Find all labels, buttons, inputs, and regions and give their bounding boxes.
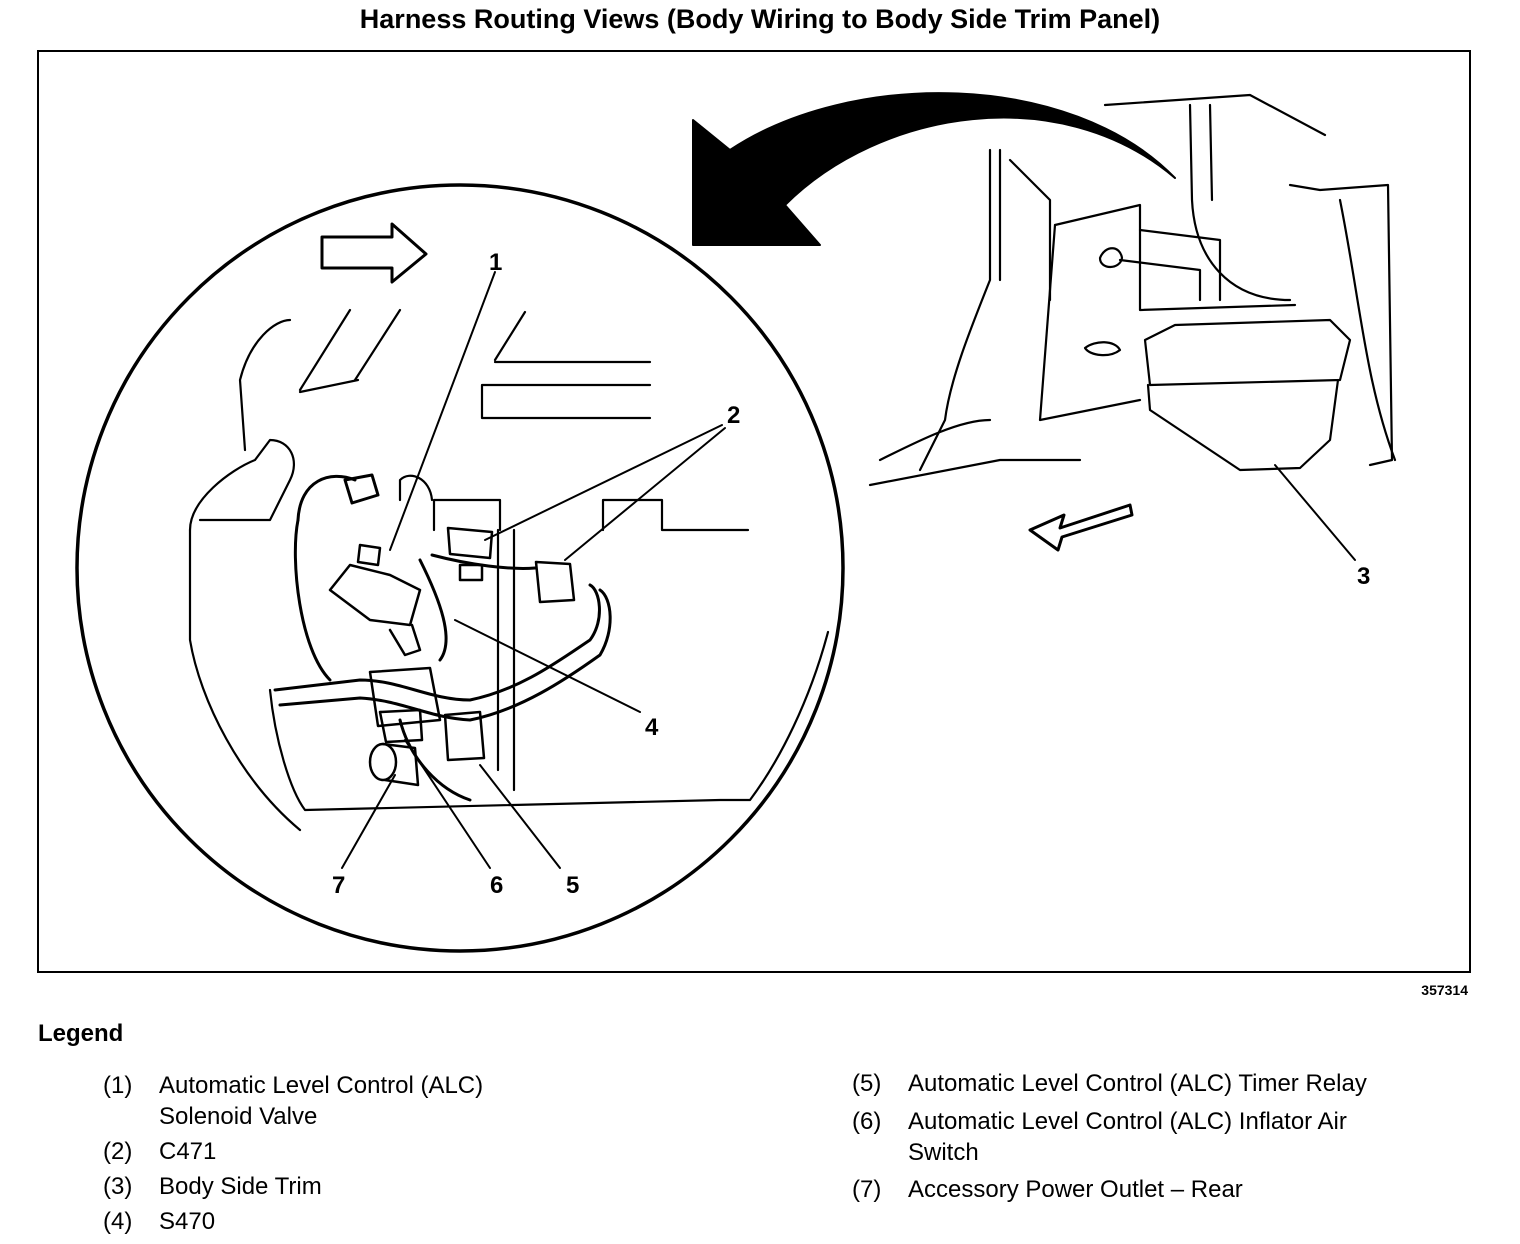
figure-number: 357314: [1421, 982, 1468, 998]
c471-connector: [446, 526, 576, 604]
legend-number: (5): [852, 1070, 882, 1097]
vehicle-interior-view: [868, 93, 1397, 487]
legend-number: (3): [103, 1173, 133, 1200]
callout-1: 1: [489, 249, 502, 276]
legend-text-line: Switch: [908, 1139, 979, 1166]
leader-lines: [341, 271, 1356, 869]
illustration-frame: [37, 50, 1471, 973]
legend-text-line: Solenoid Valve: [159, 1103, 318, 1130]
harness-illustration: 1 2 3 4 5 6 7: [75, 92, 1397, 953]
legend-text: Automatic Level Control (ALC) Inflator A…: [908, 1106, 1347, 1168]
alc-timer-relay: [443, 710, 486, 762]
forward-arrow-icon: [320, 222, 428, 284]
callout-4: 4: [645, 714, 659, 741]
callout-7: 7: [332, 872, 345, 899]
accessory-power-outlet: [368, 742, 420, 787]
rearward-arrow-icon: [1028, 503, 1134, 552]
callout-5: 5: [566, 872, 579, 899]
callout-6: 6: [490, 872, 503, 899]
legend-text-line: Automatic Level Control (ALC): [159, 1072, 484, 1099]
detail-circle: [75, 183, 845, 953]
legend-heading: Legend: [38, 1020, 124, 1047]
legend-text: C471: [159, 1138, 217, 1165]
legend-text: Accessory Power Outlet – Rear: [908, 1176, 1243, 1203]
legend-text: S470: [159, 1208, 216, 1235]
wiring-harness: [273, 473, 612, 802]
legend-number: (6): [852, 1108, 882, 1135]
legend-number: (1): [103, 1072, 133, 1099]
body-panel-lines: [188, 308, 830, 832]
callout-2: 2: [727, 402, 740, 429]
legend-number: (4): [103, 1208, 133, 1235]
legend-text-line: Automatic Level Control (ALC) Inflator A…: [908, 1108, 1347, 1135]
alc-solenoid-valve: [328, 543, 422, 657]
legend-number: (7): [852, 1176, 882, 1203]
diagram-title: Harness Routing Views (Body Wiring to Bo…: [359, 4, 1161, 34]
alc-inflator-air-switch: [368, 666, 442, 744]
legend-text: Automatic Level Control (ALC) Timer Rela…: [908, 1070, 1367, 1097]
callout-3: 3: [1357, 563, 1370, 590]
legend-text: Body Side Trim: [159, 1173, 322, 1200]
legend-number: (2): [103, 1138, 133, 1165]
curved-arrow-icon: [692, 92, 1176, 246]
legend-text: Automatic Level Control (ALC) Solenoid V…: [159, 1070, 483, 1132]
